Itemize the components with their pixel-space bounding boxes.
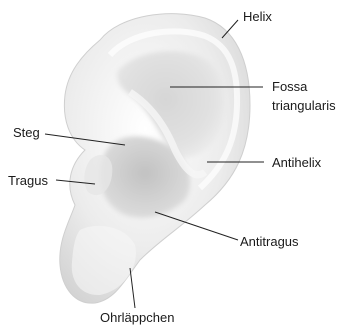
label-ohrlaeppchen: Ohrläppchen xyxy=(100,310,174,325)
label-antitragus: Antitragus xyxy=(240,234,299,249)
lobe-shape xyxy=(72,226,136,295)
ear-illustration xyxy=(60,14,250,304)
label-fossa-line2: triangularis xyxy=(272,98,336,113)
label-fossa-line1: Fossa xyxy=(272,79,308,94)
label-tragus: Tragus xyxy=(8,173,48,188)
label-steg: Steg xyxy=(13,125,40,140)
leader-ohrlaeppchen xyxy=(130,268,135,308)
label-helix: Helix xyxy=(243,9,272,24)
label-antihelix: Antihelix xyxy=(272,155,322,170)
